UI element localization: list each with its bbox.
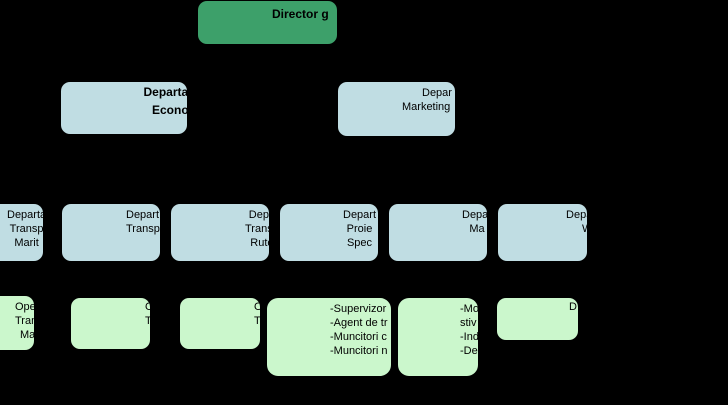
- department-marketing-box: Depar Marketing: [338, 82, 455, 136]
- task-ma-line-3: -Ind: [460, 331, 478, 343]
- department-marketing-line-2: Marketing: [402, 101, 451, 113]
- department-routes-line-3: Rute: [250, 237, 269, 249]
- department-transport-line-1: Depart: [126, 209, 160, 221]
- department-projects-line-1: Depart: [343, 209, 377, 221]
- task-routes-line-2: T: [254, 315, 260, 327]
- director-box: Director g: [198, 1, 337, 44]
- task-projects-line-2: -Agent de tr: [330, 317, 388, 329]
- department-ma-line-2: Ma: [469, 223, 485, 235]
- task-projects-line-4: -Muncitori n: [330, 345, 388, 357]
- department-economic-line-2: Econo: [152, 103, 187, 117]
- department-special-projects-box: Depart Proie Spec: [280, 204, 378, 261]
- department-projects-line-3: Spec: [346, 237, 373, 249]
- department-economic-line-1: Departa: [143, 85, 187, 99]
- department-w-line-1: Depa: [566, 209, 587, 221]
- task-box-routes: O T: [180, 298, 260, 349]
- department-maritime-line-1: Departa: [7, 209, 43, 221]
- department-routes-line-1: Depa: [248, 209, 269, 221]
- task-w-line-1: D: [569, 301, 577, 313]
- task-ma-line-4: -De: [460, 345, 478, 357]
- department-transport-box: Depart Transp: [62, 204, 160, 261]
- department-transport-routes-box: Depa Transp Rute: [171, 204, 269, 261]
- department-ma-line-1: Depar: [462, 209, 487, 221]
- department-transport-line-2: Transp: [126, 223, 160, 235]
- department-projects-line-2: Proie: [346, 223, 373, 235]
- department-ma-box: Depar Ma: [389, 204, 487, 261]
- director-label: Director g: [272, 7, 329, 21]
- task-transport-line-2: T: [145, 315, 150, 327]
- task-ma-line-1: -Mo: [460, 303, 478, 315]
- department-maritime-line-2: Transp: [9, 223, 43, 235]
- task-operations-line-3: Ma: [20, 329, 34, 341]
- department-w-box: Depa W: [498, 204, 587, 261]
- task-projects-line-3: -Muncitori c: [330, 331, 387, 343]
- task-projects-line-1: -Supervizor: [330, 303, 387, 315]
- department-economic-box: Departa Econo: [61, 82, 187, 134]
- task-box-transport: O T: [71, 298, 150, 349]
- department-maritime-transport-box: Departa Transp Marit: [0, 204, 43, 261]
- department-w-line-2: W: [582, 222, 587, 236]
- task-ma-line-2: stiv: [460, 317, 477, 329]
- task-operations-line-2: Trans: [15, 315, 34, 327]
- task-operations-line-1: Ope: [15, 301, 34, 313]
- task-transport-line-1: O: [145, 301, 150, 313]
- department-routes-line-2: Transp: [245, 223, 269, 235]
- department-maritime-line-3: Marit: [14, 237, 39, 249]
- task-box-ma: -Mo stiv -Ind -De: [398, 298, 478, 376]
- task-box-w: D: [497, 298, 578, 340]
- task-box-projects: -Supervizor -Agent de tr -Muncitori c -M…: [267, 298, 391, 376]
- task-routes-line-1: O: [254, 301, 260, 313]
- task-box-operations: Ope Trans Ma: [0, 296, 34, 350]
- department-marketing-line-1: Depar: [422, 87, 452, 99]
